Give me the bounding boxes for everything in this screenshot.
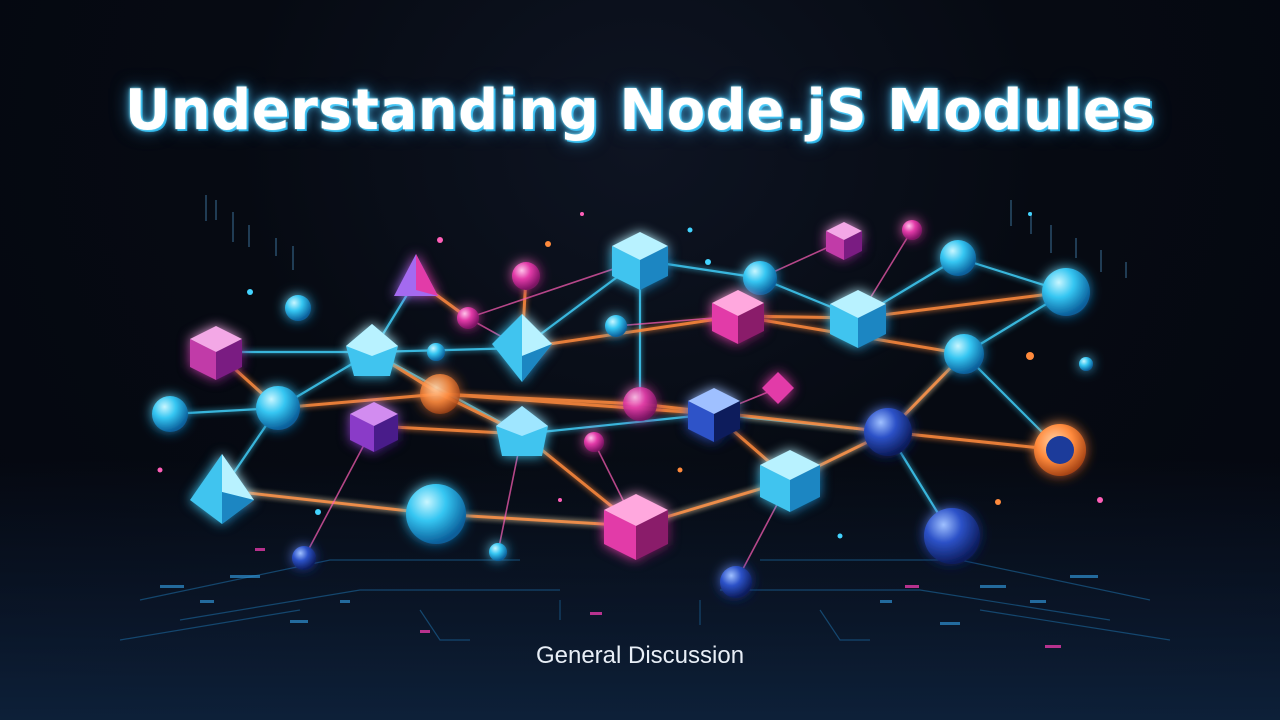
page-title: Understanding Node.jS Modules xyxy=(124,78,1156,143)
polyhedron-node xyxy=(190,454,254,524)
polyhedron-node xyxy=(492,314,552,382)
polyhedron-node xyxy=(346,324,398,376)
particles xyxy=(157,212,1103,539)
sphere-node xyxy=(940,240,976,276)
cube-node xyxy=(190,326,242,380)
sphere-node xyxy=(256,386,300,430)
cube-node xyxy=(350,402,398,452)
sphere-node xyxy=(457,307,479,329)
sphere-node xyxy=(864,408,912,456)
cube-node xyxy=(612,232,668,290)
sphere-node xyxy=(1042,268,1090,316)
polyhedron-node xyxy=(496,406,548,456)
sphere-node xyxy=(902,220,922,240)
side-data-columns xyxy=(205,195,1127,278)
sphere-node xyxy=(720,566,752,598)
sphere-node xyxy=(584,432,604,452)
sphere-node xyxy=(406,484,466,544)
sphere-nodes xyxy=(152,220,1093,598)
cube-node xyxy=(762,372,794,404)
sphere-node xyxy=(924,508,980,564)
sphere-node xyxy=(605,315,627,337)
sphere-node xyxy=(427,343,445,361)
sphere-node xyxy=(512,262,540,290)
sphere-node xyxy=(1079,357,1093,371)
polyhedron-node xyxy=(394,254,438,296)
circuit-lines xyxy=(119,559,1171,641)
polyhedron-nodes xyxy=(190,254,552,524)
sphere-node-core xyxy=(1046,436,1074,464)
subtitle: General Discussion xyxy=(535,642,745,669)
data-bars-pink xyxy=(255,548,1061,648)
sphere-node xyxy=(420,374,460,414)
sphere-node xyxy=(152,396,188,432)
sphere-node xyxy=(743,261,777,295)
sphere-node xyxy=(944,334,984,374)
sphere-node xyxy=(489,543,507,561)
cube-node xyxy=(760,450,820,512)
sphere-node xyxy=(292,546,316,570)
sphere-node xyxy=(285,295,311,321)
cube-node xyxy=(688,388,740,442)
cube-nodes xyxy=(190,222,886,560)
cube-node xyxy=(830,290,886,348)
cube-node xyxy=(826,222,862,260)
cube-node xyxy=(604,494,668,560)
data-bars xyxy=(160,575,1098,625)
sphere-node xyxy=(623,387,657,421)
cube-node xyxy=(712,290,764,344)
